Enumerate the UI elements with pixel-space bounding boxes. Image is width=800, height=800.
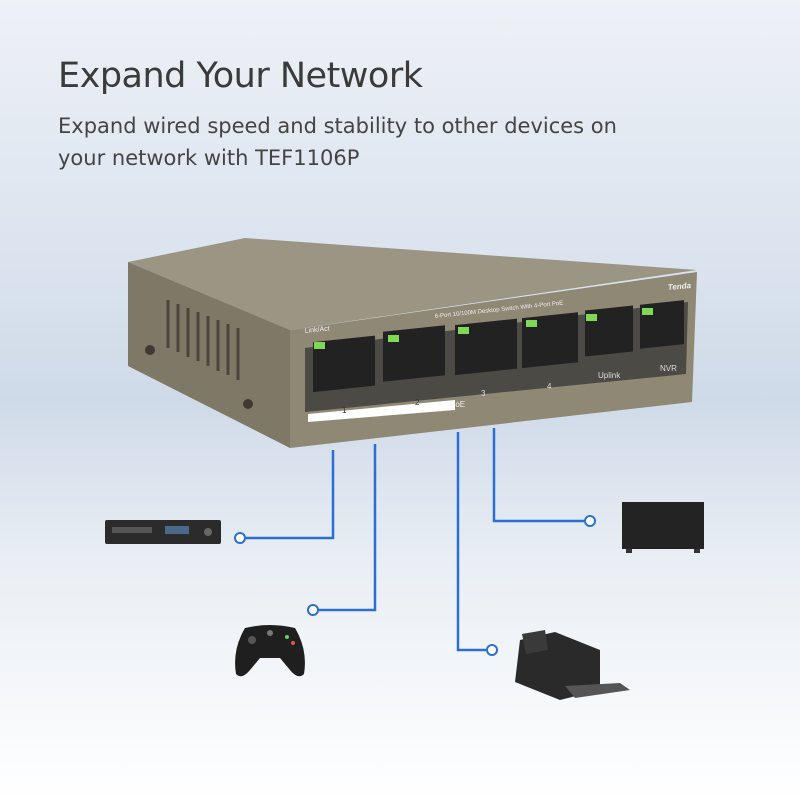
connection-lines	[246, 428, 584, 652]
poe-label-strip	[308, 400, 455, 422]
switch-top	[128, 238, 697, 330]
line-gamepad	[319, 444, 377, 612]
line-dvd	[246, 450, 335, 540]
port-label-nvr: NVR	[660, 364, 677, 373]
brand-logo: Tenda	[667, 281, 692, 292]
port-label-uplink: Uplink	[598, 371, 621, 380]
printer-icon	[515, 630, 630, 700]
port-label-3: 3	[481, 389, 486, 398]
link-leds	[314, 308, 653, 349]
dvd-player-icon	[105, 520, 221, 544]
subtitle-line-1: Expand wired speed and stability to othe…	[58, 114, 617, 138]
connection-endpoints	[234, 515, 596, 656]
port-label-2: 2	[415, 398, 420, 407]
subtitle-line-2: your network with TEF1106P	[58, 146, 360, 170]
poe-label: PoE	[450, 400, 465, 409]
port-label-4: 4	[547, 382, 552, 391]
vent-slots	[166, 300, 240, 380]
line-printer	[456, 432, 486, 652]
tv-icon	[622, 502, 704, 553]
gamepad-icon	[235, 625, 305, 677]
page-subtitle: Expand wired speed and stability to othe…	[58, 110, 698, 174]
network-switch: Tenda 6-Port 10/100M Desktop Switch With…	[128, 238, 697, 448]
ports	[313, 300, 684, 393]
line-tv	[492, 428, 584, 523]
page-title: Expand Your Network	[58, 56, 423, 96]
port-label-1: 1	[342, 406, 347, 415]
led-label: Link/Act	[304, 325, 330, 335]
